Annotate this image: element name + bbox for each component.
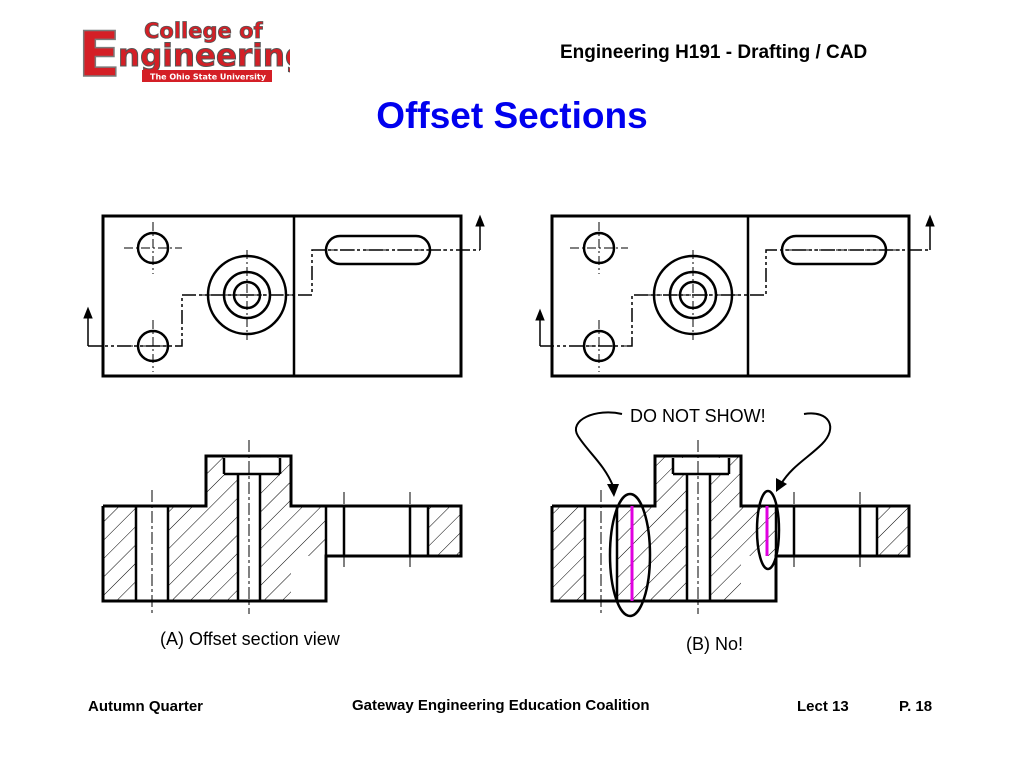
view-b-section: [550, 411, 911, 618]
logo-line1: College of: [144, 19, 263, 43]
logo-line2: ngineering: [118, 38, 290, 74]
cutting-plane-line-b: [540, 249, 930, 347]
footer-page-number: P. 18: [899, 698, 933, 715]
college-of-engineering-logo: E College of ngineering The Ohio State U…: [78, 17, 290, 86]
course-header: Engineering H191 - Drafting / CAD: [560, 42, 868, 63]
error-ellipse-2: [755, 489, 781, 571]
footer-lecture: Lect 13: [797, 698, 849, 715]
view-b-top: [535, 214, 935, 378]
view-b-outline: [550, 214, 911, 378]
view-a-outline: [101, 214, 463, 378]
caption-b: (B) No!: [686, 634, 743, 654]
footer-quarter: Autumn Quarter: [88, 698, 204, 715]
logo-letter-e: E: [78, 18, 120, 86]
logo-university-bar: [142, 70, 272, 82]
caption-a: (A) Offset section view: [160, 629, 341, 649]
error-ellipse-1: [608, 492, 652, 618]
footer-coalition: Gateway Engineering Education Coalition: [352, 697, 650, 714]
callout-do-not-show: DO NOT SHOW!: [630, 406, 766, 426]
slide-title: Offset Sections: [376, 95, 648, 136]
logo-university: The Ohio State University: [150, 73, 267, 82]
view-a-top: [83, 214, 485, 378]
view-a-section: [101, 440, 463, 614]
cutting-plane-line-a: [88, 249, 480, 347]
